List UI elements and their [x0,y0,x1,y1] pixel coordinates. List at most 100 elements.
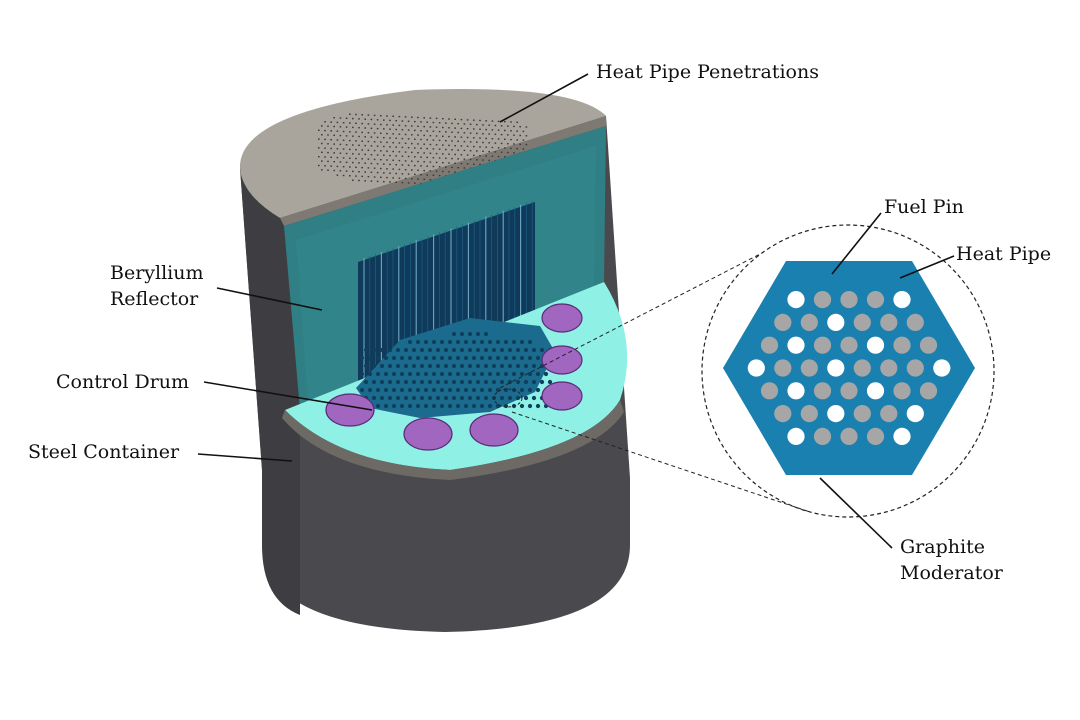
core-lattice-cell [475,347,481,353]
penetration-hole [383,119,385,121]
core-lattice-cell [435,347,441,353]
penetration-hole [491,129,494,131]
core-lattice-cell [427,379,433,385]
penetration-hole [342,157,345,159]
penetration-hole [361,114,363,116]
core-lattice-cell [547,379,553,385]
core-lattice-cell [499,395,505,401]
penetration-hole [376,180,379,183]
penetration-hole [525,143,528,146]
penetration-hole [349,157,351,159]
penetration-hole [451,122,453,125]
penetration-hole [438,166,441,168]
core-lattice-cell [391,403,397,409]
fuel-pin-circle [840,382,858,400]
fuel-pin-circle [813,336,832,354]
heat-pipe-penetrations [318,113,528,187]
penetration-hole [426,156,428,159]
penetration-hole [336,121,339,124]
penetration-hole [395,172,397,175]
core-lattice-cell [419,379,425,385]
penetration-hole [318,164,320,167]
penetration-hole [345,152,348,155]
core-lattice-cell [475,331,481,337]
penetration-hole [401,137,404,140]
penetration-hole [373,158,376,161]
penetration-hole [358,153,360,155]
zoom-line-bottom [511,411,811,513]
penetration-hole [411,151,413,154]
penetration-hole [463,140,466,143]
core-lattice-cell [463,403,469,409]
penetration-hole [500,142,503,145]
fuel-pin-circle [813,382,832,400]
core-lattice-cell [503,339,509,345]
penetration-hole [411,178,413,180]
core-lattice-cell [379,395,385,401]
penetration-hole [398,177,401,179]
penetration-hole [429,135,432,137]
core-lattice-cell [467,363,473,369]
penetration-hole [386,124,388,126]
penetration-hole [429,161,432,163]
penetration-hole [432,157,435,159]
penetration-hole [330,147,332,150]
label-beryllium-reflector-line-1: Beryllium [110,262,204,284]
penetration-hole [414,164,416,167]
penetration-hole [407,182,410,184]
penetration-hole [442,162,444,164]
core-lattice-cell [483,379,489,385]
core-lattice-cell [375,355,381,361]
penetration-hole [423,152,425,154]
penetration-hole [411,134,413,136]
penetration-hole [491,155,494,157]
penetration-hole [516,121,518,123]
penetration-hole [522,148,525,150]
core-lattice-cell [443,347,449,353]
core-lattice-cell [527,371,533,377]
control-drum-disk [541,345,583,375]
penetration-hole [417,125,419,127]
core-lattice-cell [431,387,437,393]
penetration-hole [404,160,407,162]
penetration-hole [345,135,348,137]
control-drum-disk [541,381,583,411]
core-lattice-cell [367,371,373,377]
penetration-hole [457,140,459,142]
penetration-hole [333,117,335,119]
penetration-hole [364,127,366,129]
penetration-hole [392,115,394,117]
penetration-hole [324,156,326,158]
penetration-hole [336,139,339,141]
heat-pipe-circle [933,359,951,377]
core-lattice-cell [471,387,477,393]
penetration-hole [342,166,345,168]
core-lattice-cell [363,363,369,369]
penetration-hole [389,119,391,122]
label-control-drum: Control Drum [56,371,190,393]
penetration-hole [482,124,484,126]
core-lattice-cell [531,363,537,369]
fuel-pin-circle [774,359,792,377]
penetration-hole [364,180,366,182]
penetration-hole [432,165,435,168]
core-lattice-cell [423,403,429,409]
penetration-hole [404,151,407,153]
penetration-hole [383,145,385,148]
penetration-hole [404,133,407,136]
penetration-hole [358,162,360,164]
penetration-hole [445,166,447,168]
fuel-pin-circle [880,405,898,423]
core-lattice-cell [463,355,469,361]
penetration-hole [423,143,425,145]
penetration-hole [392,177,394,179]
penetration-hole [420,138,422,141]
penetration-hole [398,159,401,162]
penetration-hole [429,126,432,128]
penetration-hole [373,114,376,117]
penetration-hole [404,125,407,127]
penetration-hole [519,126,521,128]
penetration-hole [414,173,416,176]
core-lattice-cell [503,355,509,361]
penetration-hole [336,148,339,150]
